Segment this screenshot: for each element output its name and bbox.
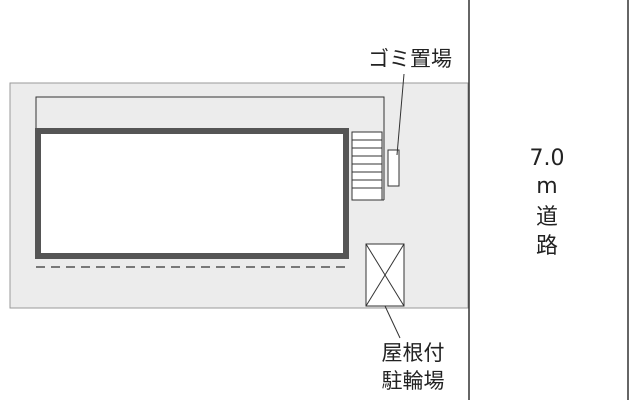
- bike-parking-label-line2: 駐輪場: [382, 369, 445, 393]
- road-width-unit: m: [536, 174, 557, 199]
- bike-parking-area: [365, 243, 405, 307]
- bike-parking-label-line1: 屋根付: [382, 341, 445, 365]
- road-width-value: 7.0: [530, 146, 565, 171]
- building: [35, 128, 349, 259]
- garbage-area: [387, 149, 400, 187]
- bike-parking-leader-line: [384, 305, 401, 339]
- road-label-char1: 道: [536, 205, 558, 230]
- balcony-outline: [35, 96, 385, 200]
- garbage-label: ゴミ置場: [368, 47, 452, 71]
- road-label-char2: 路: [536, 234, 558, 259]
- garbage-leader-line: [396, 73, 405, 156]
- staircase: [351, 131, 383, 201]
